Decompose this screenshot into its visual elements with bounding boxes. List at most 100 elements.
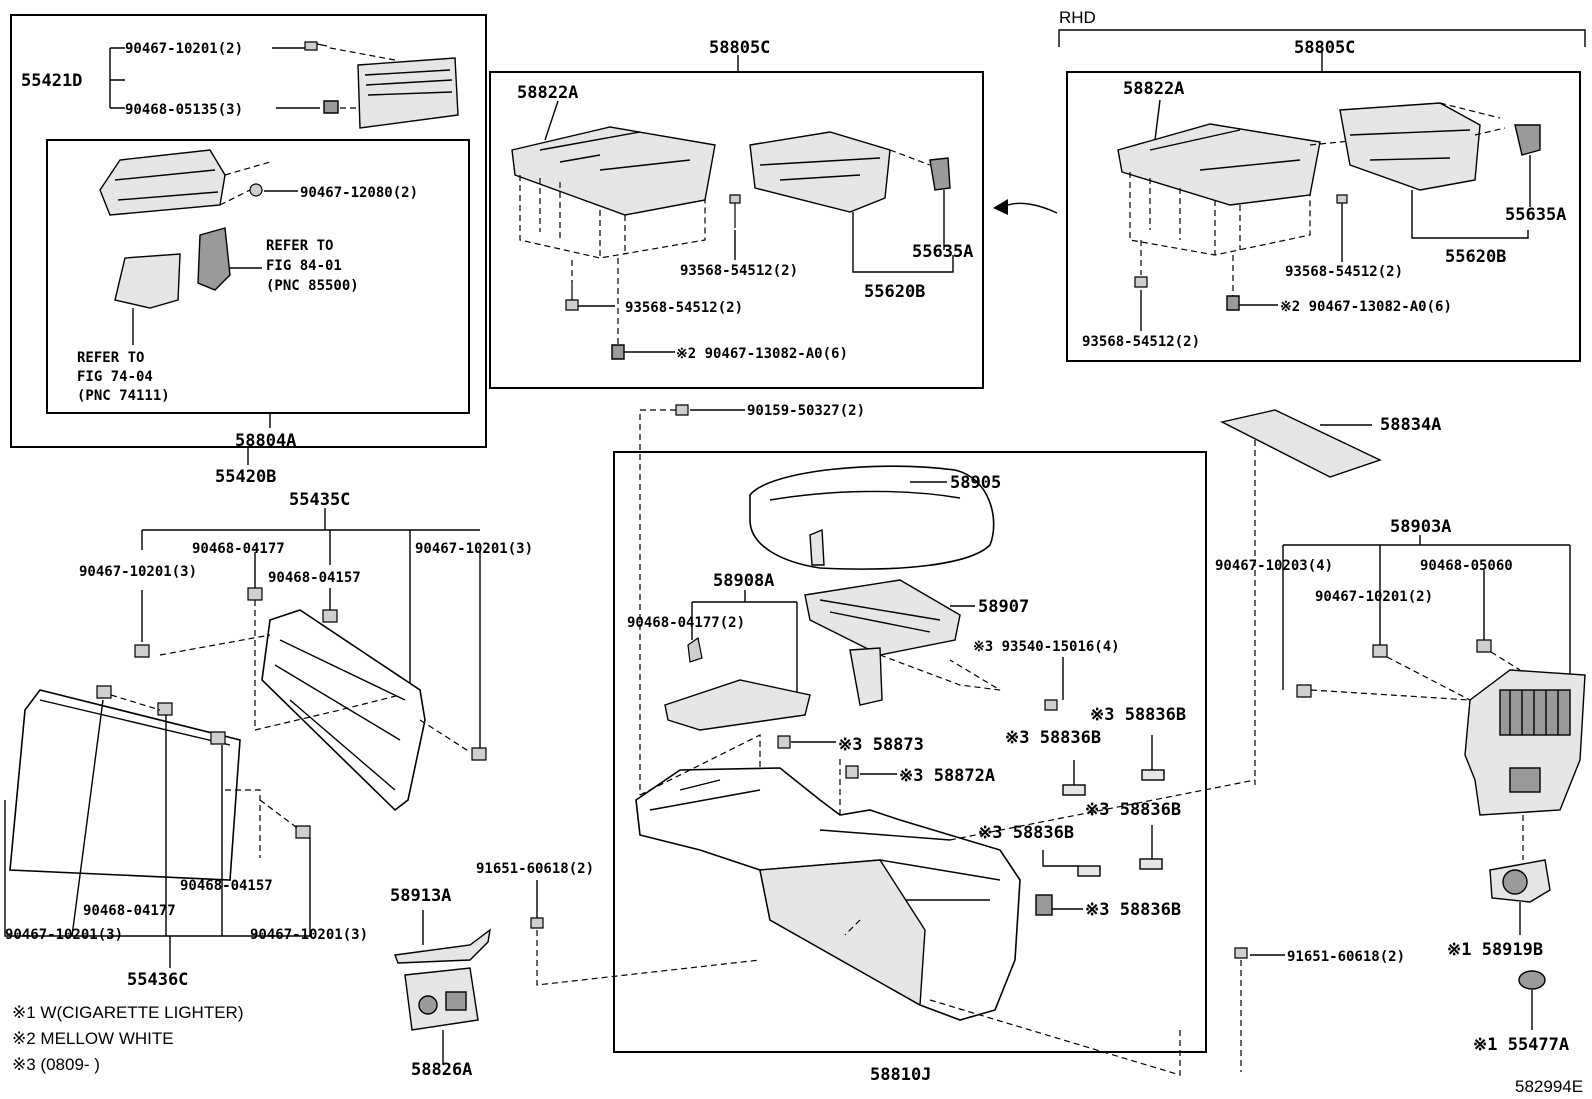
clip-icon — [1296, 684, 1312, 698]
pad-58836b-icon — [1062, 784, 1086, 796]
label-91651-right: 91651-60618(2) — [1287, 949, 1405, 965]
dashed-console — [639, 734, 1256, 1076]
label-58872a: ※3 58872A — [899, 766, 995, 786]
dashed-58804a-clip — [219, 161, 271, 206]
shift-panel-58822a-rhd-part — [1117, 123, 1321, 206]
side-panel-detail — [274, 639, 406, 791]
side-panel-55436c-part — [9, 689, 241, 881]
vent-lower-icon — [1509, 767, 1541, 793]
leader-58908a — [691, 590, 798, 700]
label-58836b-1: ※3 58836B — [1090, 705, 1186, 725]
vent-grille-lines — [1509, 690, 1559, 735]
label-refer-84-line1: REFER TO — [266, 238, 333, 254]
dashed-55436c — [110, 694, 301, 858]
console-front-part — [759, 859, 926, 1007]
clip-icon — [471, 747, 487, 761]
legend-note-1: ※1 W(CIGARETTE LIGHTER) — [12, 1003, 243, 1022]
screw-93568-rhd-icon-b — [1134, 276, 1148, 288]
label-58805c-rhd: 58805C — [1294, 38, 1355, 58]
clip-13082-icon — [611, 344, 625, 360]
shift-panel-58822a-part — [511, 126, 716, 216]
label-55620b-lhd: 55620B — [864, 282, 925, 302]
hinge-58907-part — [849, 647, 883, 706]
label-refer-84-line3: (PNC 85500) — [266, 278, 359, 294]
armrest-58905-detail — [769, 490, 961, 501]
label-93568-lhd-a: 93568-54512(2) — [680, 263, 798, 279]
clip-icon — [1372, 644, 1388, 658]
label-55421d: 55421D — [21, 71, 82, 91]
cupholder-rhd-detail — [1349, 129, 1471, 161]
dashed-55635a — [889, 149, 931, 166]
clip-12080-icon — [249, 183, 263, 197]
screw-91651-left-icon — [530, 917, 544, 929]
outlet-icon — [418, 995, 438, 1015]
dashed-55435c — [159, 600, 471, 753]
outlet-icon-2 — [445, 991, 467, 1011]
arrow-rhd-to-lhd — [1004, 202, 1058, 214]
leader-58822a-lhd — [544, 100, 559, 141]
label-90468-04177-top: 90468-04177 — [192, 541, 285, 557]
leader-58903a — [1282, 535, 1571, 690]
clip-icon — [322, 609, 338, 623]
clip-icon — [247, 587, 263, 601]
frame-58810j — [613, 451, 1207, 1053]
label-58836b-2: ※3 58836B — [1005, 728, 1101, 748]
label-90468-04157-top: 90468-04157 — [268, 570, 361, 586]
label-55620b-rhd: 55620B — [1445, 247, 1506, 267]
dashed-90159 — [639, 409, 676, 795]
legend-note-3: ※3 (0809- ) — [12, 1055, 100, 1074]
leader-58836b-4 — [1042, 850, 1078, 867]
label-93540-15016: ※3 93540-15016(4) — [973, 639, 1120, 655]
label-90467-10203-4: 90467-10203(4) — [1215, 558, 1333, 574]
label-58805c-lhd: 58805C — [709, 38, 770, 58]
clip-icon — [323, 100, 339, 114]
clip-58873-icon — [777, 735, 791, 749]
screw-93540-icon — [1044, 699, 1058, 711]
label-58919b: ※1 58919B — [1447, 940, 1543, 960]
label-93568-rhd-a: 93568-54512(2) — [1285, 264, 1403, 280]
dashed-55421d — [329, 47, 396, 109]
label-93568-lhd-b: 93568-54512(2) — [625, 300, 743, 316]
cupholder-55620b-rhd-part — [1339, 102, 1481, 191]
clip-icon — [157, 702, 173, 716]
arrowhead-rhd-to-lhd — [993, 199, 1008, 215]
label-90467-10201-2-right: 90467-10201(2) — [1315, 589, 1433, 605]
pad-58836b-icon — [1139, 858, 1163, 870]
clip-icon — [134, 644, 150, 658]
screw-93568-icon — [565, 280, 579, 311]
label-58836b-5: ※3 58836B — [1085, 900, 1181, 920]
frame-inner-58804a — [46, 139, 470, 414]
shift-panel-detail — [539, 131, 691, 171]
label-55477a: ※1 55477A — [1473, 1035, 1569, 1055]
cupholder-detail — [759, 157, 881, 181]
label-90467-13082-lhd: ※2 90467-13082-A0(6) — [676, 346, 848, 362]
dashed-58907-right — [879, 654, 1001, 691]
lid-base-58907-part — [804, 579, 961, 656]
clip-icon — [1476, 639, 1492, 653]
clip-icon — [304, 41, 328, 51]
label-58826a: 58826A — [411, 1060, 472, 1080]
label-refer-74-line3: (PNC 74111) — [77, 388, 170, 404]
leader-55620b-rhd — [1411, 190, 1529, 239]
dashed-55635a-rhd — [1439, 102, 1506, 136]
label-58822a-rhd: 58822A — [1123, 79, 1184, 99]
label-90467-10201-3-right: 90467-10201(3) — [415, 541, 533, 557]
rhd-bracket — [1058, 29, 1586, 47]
label-90468-05060: 90468-05060 — [1420, 558, 1513, 574]
label-90468-04177-2: 90468-04177(2) — [627, 615, 745, 631]
clip-55635a-icon — [929, 157, 951, 191]
label-58804a: 58804A — [235, 431, 296, 451]
screw-91651-right-icon — [1234, 947, 1248, 959]
hinge-part — [809, 528, 825, 566]
label-90467-10201-3-br: 90467-10201(3) — [250, 927, 368, 943]
clip-icon — [295, 825, 311, 839]
label-refer-74-line1: REFER TO — [77, 350, 144, 366]
screw-93568-icon — [729, 194, 741, 228]
trim-58913a-part — [394, 928, 491, 964]
label-58913a: 58913A — [390, 886, 451, 906]
screw-90159-icon — [675, 404, 689, 416]
clip-icon — [210, 731, 226, 745]
clip-icon — [96, 685, 112, 699]
lid-base-58907-detail — [819, 599, 941, 633]
